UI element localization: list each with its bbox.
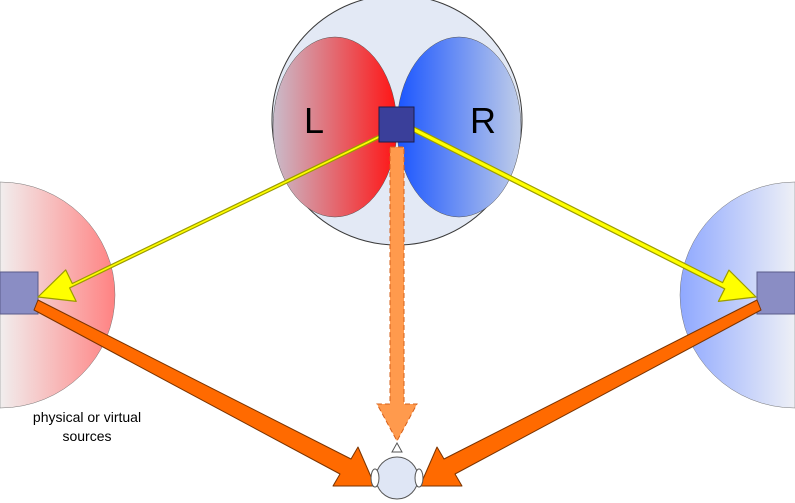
orange-arrow-left	[33, 299, 376, 487]
yellow-arrow-right	[405, 122, 757, 302]
listener-head-icon	[370, 441, 424, 500]
left-lobe	[272, 36, 398, 218]
dashed-direct-arrow	[376, 146, 418, 443]
right-speaker-icon	[756, 271, 795, 315]
right-lobe	[396, 36, 522, 218]
square-mic-icon	[378, 106, 415, 143]
sources-caption: physical or virtual sources	[32, 409, 142, 444]
left-channel-label: L	[304, 100, 324, 141]
left-speaker-icon	[0, 271, 39, 315]
orange-arrow-right	[419, 299, 762, 487]
yellow-arrow-left	[37, 131, 387, 302]
right-channel-label: R	[470, 100, 496, 141]
